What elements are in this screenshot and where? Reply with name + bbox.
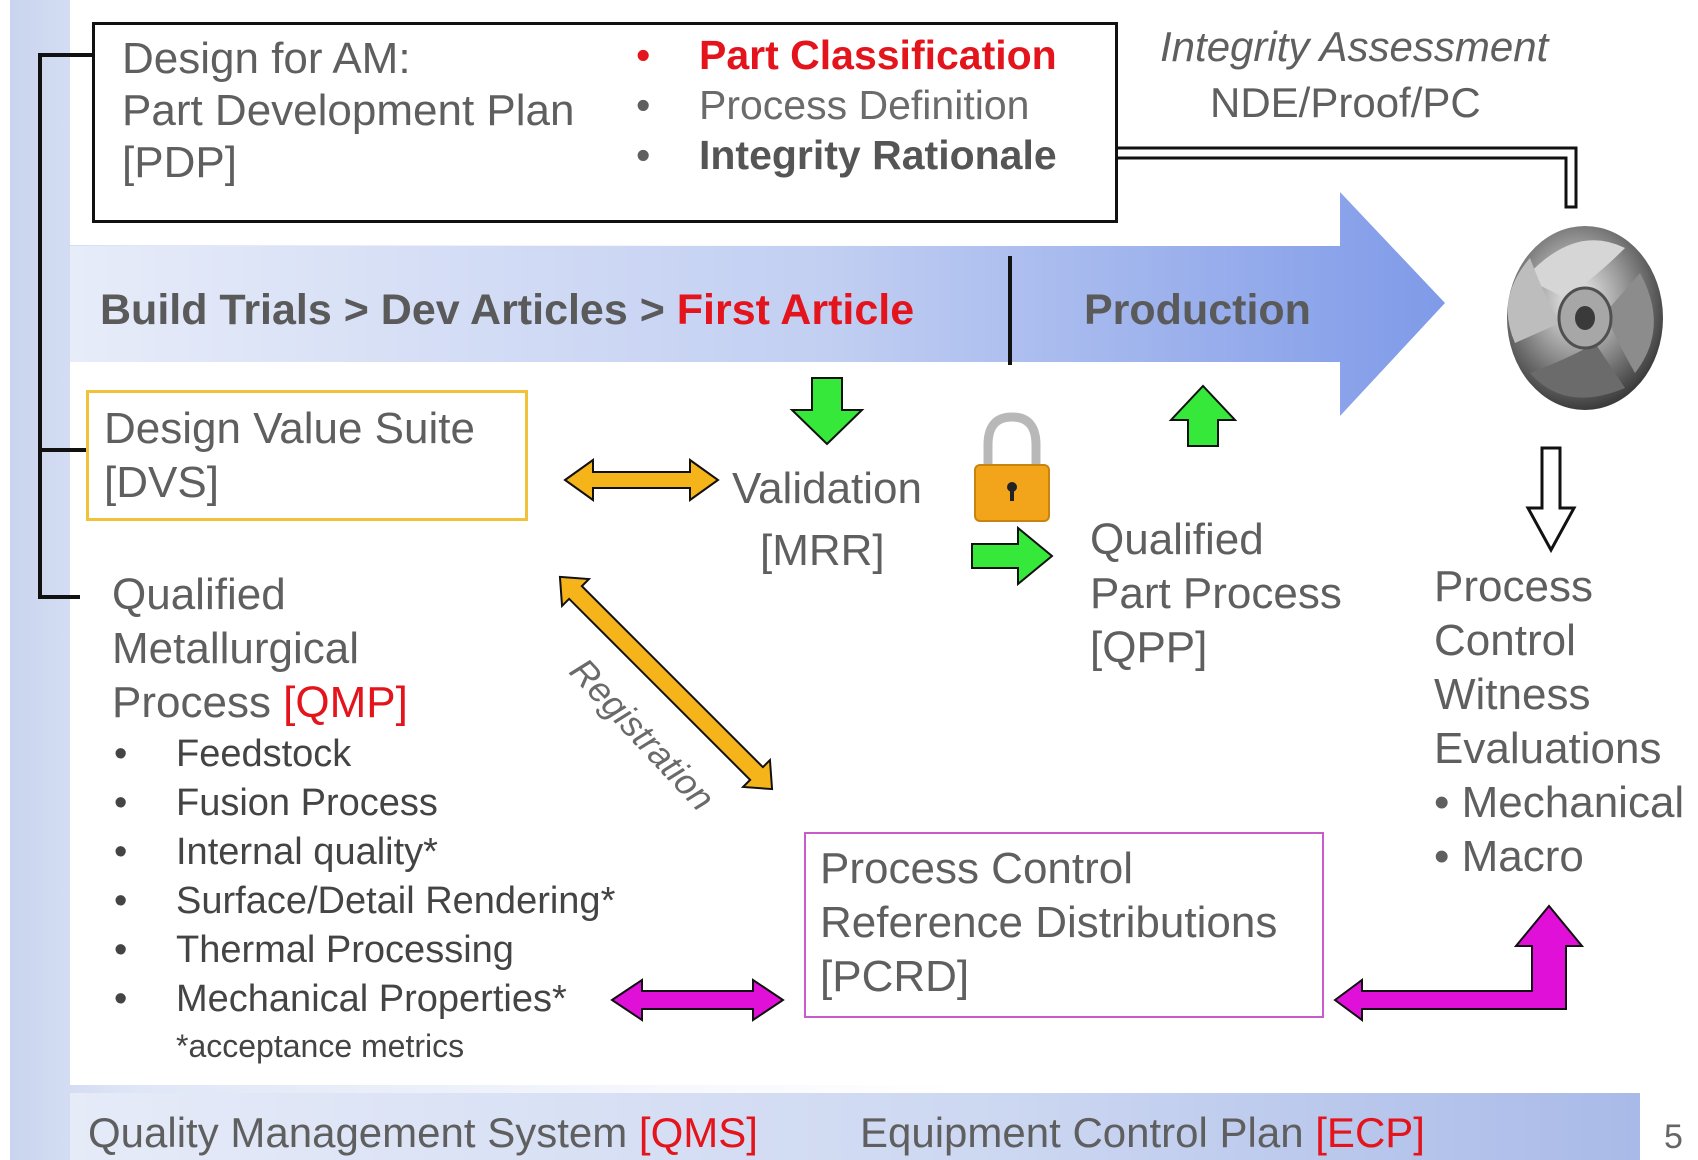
left-bracket: [38, 53, 92, 599]
pcwe-down-arrow: [1525, 446, 1577, 554]
qmp-line1: Qualified: [112, 570, 286, 619]
qmp-code: [QMP]: [283, 678, 408, 727]
dvs-box: [86, 390, 528, 521]
bottom-band: [70, 1093, 1640, 1160]
pdp-title-line2: Part Development Plan: [122, 86, 575, 135]
validation-title: Validation: [732, 464, 922, 513]
flow-first-article: First Article: [676, 286, 915, 334]
qmp-item: •Fusion Process: [114, 779, 615, 828]
pcwe-line2: Control: [1434, 616, 1576, 665]
pcwe-line3: Witness: [1434, 670, 1591, 719]
pcrd-line1: Process Control: [820, 844, 1134, 893]
integrity-title: Integrity Assessment: [1160, 23, 1549, 70]
pcwe-line4: Evaluations: [1434, 724, 1662, 773]
qms-label: Quality Management System [QMS]: [88, 1109, 758, 1156]
registration-arrow: [558, 575, 774, 791]
qmp-item: •Internal quality*: [114, 828, 615, 877]
qmp-footnote: *acceptance metrics: [176, 1028, 465, 1064]
qpp-line1: Qualified: [1090, 515, 1264, 564]
pdp-item-list: •Part Classification •Process Definition…: [636, 30, 1057, 180]
pdp-item-process-definition: •Process Definition: [636, 82, 1030, 128]
bullet: •: [636, 32, 651, 78]
bullet: •: [1434, 778, 1462, 827]
pdp-box: [92, 22, 1118, 223]
pcrd-box: [804, 832, 1324, 1018]
bullet: •: [114, 733, 128, 775]
pcwe-item-mechanical: • Mechanical: [1434, 778, 1685, 827]
bullet: •: [114, 831, 128, 873]
ecp-label: Equipment Control Plan [ECP]: [860, 1109, 1425, 1156]
integrity-feedback-arrow: [1067, 131, 1578, 209]
bullet: •: [114, 978, 128, 1020]
integrity-subtitle: NDE/Proof/PC: [1210, 79, 1481, 126]
bullet: •: [636, 132, 651, 178]
ecp-code: [ECP]: [1315, 1109, 1425, 1156]
flow-arrow: [70, 192, 1445, 416]
pdp-item-integrity-rationale: •Integrity Rationale: [636, 132, 1057, 178]
flow-stages-text: Build Trials > Dev Articles >: [100, 286, 677, 334]
qpp-line2: Part Process: [1090, 569, 1342, 618]
qmp-line2: Metallurgical: [112, 624, 359, 673]
qmp-item-list: •Feedstock •Fusion Process •Internal qua…: [114, 730, 615, 1024]
page-number: 5: [1664, 1118, 1683, 1156]
padlock-icon: [974, 412, 1050, 522]
flow-production: Production: [1084, 286, 1311, 334]
green-up-arrow: [1168, 384, 1238, 447]
bullet: •: [1434, 832, 1462, 881]
pcrd-code: [PCRD]: [820, 952, 970, 1001]
orange-double-arrow: [563, 458, 720, 502]
magenta-double-arrow: [610, 978, 785, 1022]
green-right-arrow: [971, 525, 1054, 587]
impeller-icon: [1507, 226, 1663, 410]
pdp-code: [PDP]: [122, 138, 237, 187]
qms-code: [QMS]: [638, 1109, 758, 1156]
pcwe-line1: Process: [1434, 562, 1593, 611]
pcrd-line2: Reference Distributions: [820, 898, 1278, 947]
dvs-code: [DVS]: [104, 458, 219, 507]
qmp-line3: Process [QMP]: [112, 678, 408, 727]
qmp-item: •Surface/Detail Rendering*: [114, 877, 615, 926]
green-down-arrow: [789, 377, 865, 446]
qmp-item: •Mechanical Properties*: [114, 975, 615, 1024]
pdp-item-part-classification: •Part Classification: [636, 32, 1057, 78]
qmp-item: •Thermal Processing: [114, 926, 615, 975]
qpp-code: [QPP]: [1090, 623, 1208, 672]
validation-code: [MRR]: [760, 526, 885, 575]
pcwe-item-macro: • Macro: [1434, 832, 1584, 881]
qmp-item: •Feedstock: [114, 730, 615, 779]
bullet: •: [114, 929, 128, 971]
bullet: •: [114, 880, 128, 922]
bullet: •: [636, 82, 651, 128]
pdp-title-line1: Design for AM:: [122, 34, 411, 83]
magenta-elbow-arrow: [1333, 904, 1585, 1022]
flow-stages: Build Trials > Dev Articles > First Arti…: [100, 283, 914, 337]
dvs-title: Design Value Suite: [104, 404, 475, 453]
bullet: •: [114, 782, 128, 824]
